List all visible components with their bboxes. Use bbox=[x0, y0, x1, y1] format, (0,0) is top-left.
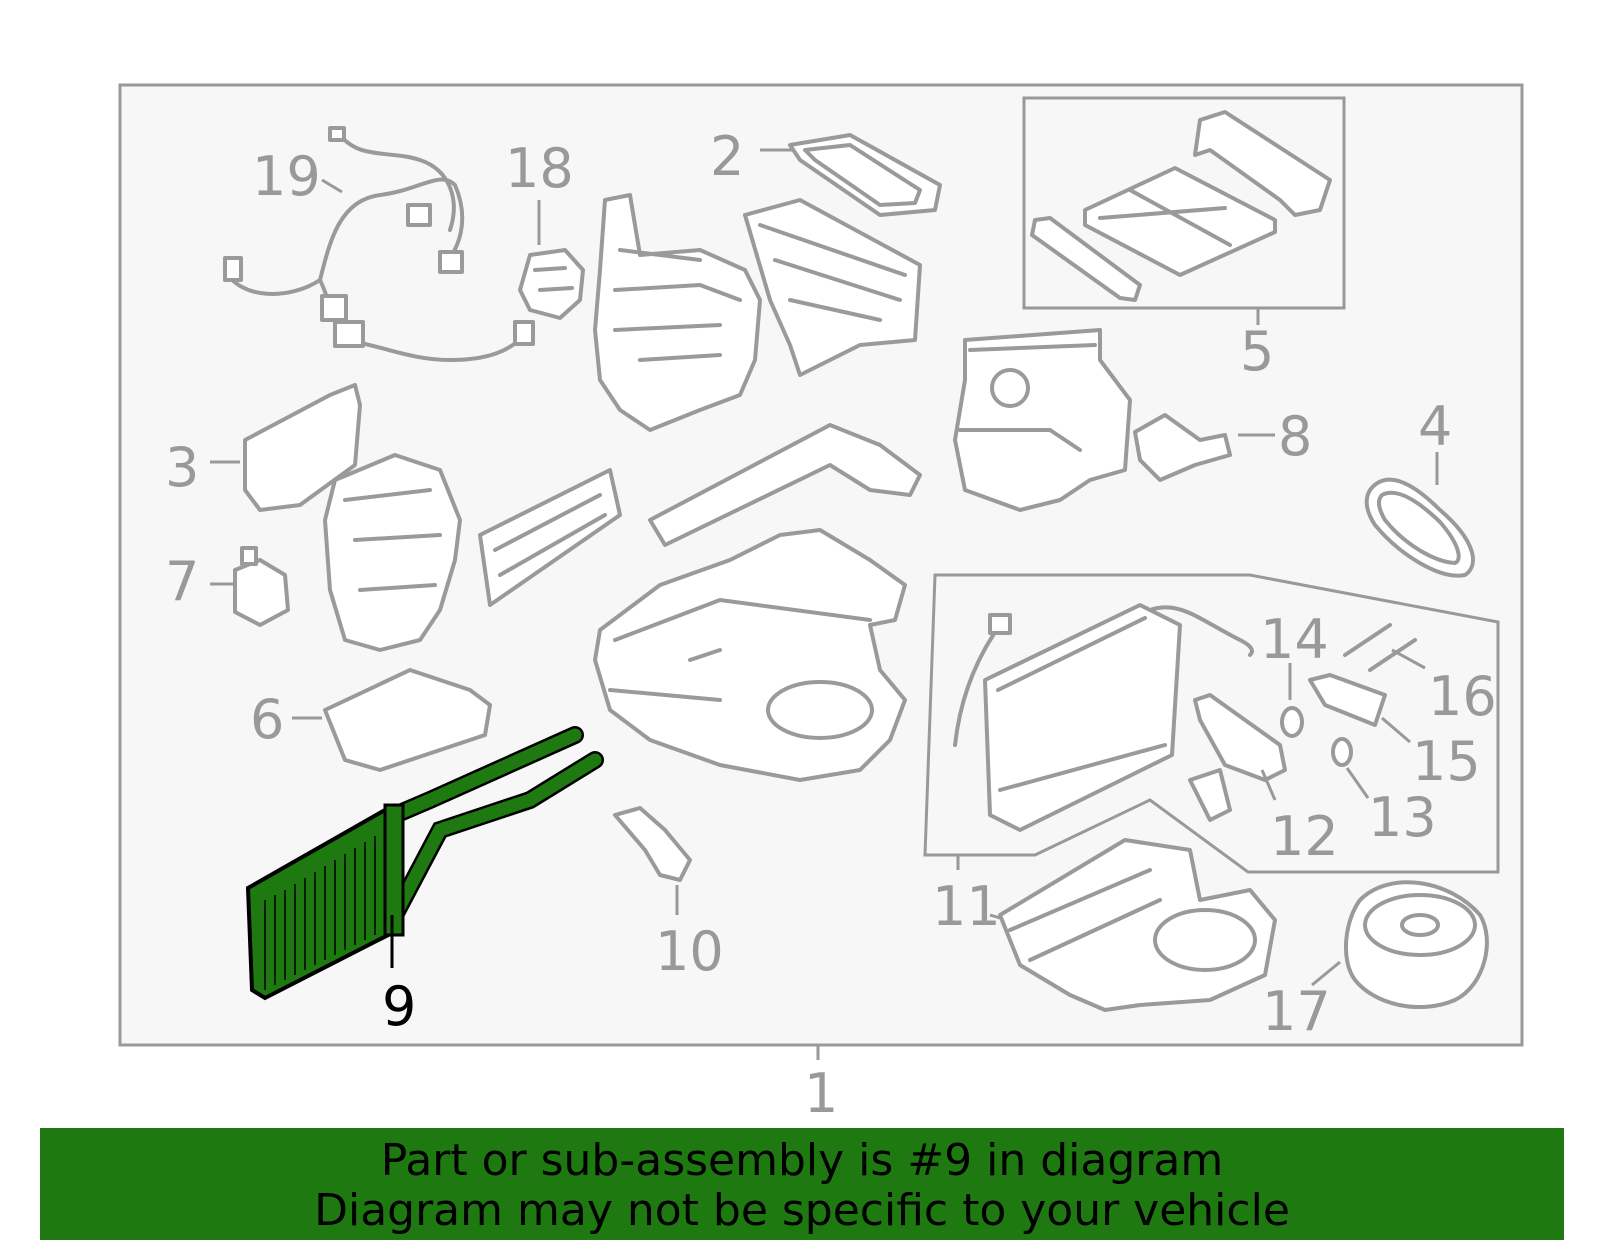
callout-14: 14 bbox=[1260, 608, 1329, 671]
banner-line-2: Diagram may not be specific to your vehi… bbox=[314, 1185, 1290, 1236]
part-10-bracket bbox=[613, 806, 692, 882]
part-12-bracket bbox=[1188, 768, 1232, 822]
callout-1: 1 bbox=[804, 1062, 838, 1125]
part-3-duct bbox=[243, 383, 362, 512]
callout-18: 18 bbox=[505, 137, 574, 200]
callout-12: 12 bbox=[1270, 805, 1339, 868]
blower-housing-upper bbox=[953, 328, 1132, 512]
part-7-actuator bbox=[233, 546, 290, 627]
part-4-seal-inner bbox=[1376, 490, 1461, 565]
callout-5: 5 bbox=[1240, 320, 1274, 383]
part-16-bolts bbox=[1343, 623, 1417, 672]
banner-line-1: Part or sub-assembly is #9 in diagram bbox=[380, 1135, 1224, 1186]
part-6-duct bbox=[323, 668, 492, 772]
callout-4: 4 bbox=[1418, 395, 1452, 458]
callout-19: 19 bbox=[252, 145, 321, 208]
upper-housing bbox=[593, 193, 762, 432]
part-18-actuator bbox=[518, 248, 585, 320]
part-4-seal bbox=[1364, 477, 1475, 578]
door-panel bbox=[478, 468, 622, 607]
callout-16: 16 bbox=[1428, 665, 1497, 728]
part-9-heater-core bbox=[245, 726, 604, 1001]
leader-lines bbox=[210, 148, 1439, 1060]
callout-15: 15 bbox=[1412, 730, 1481, 793]
callout-7: 7 bbox=[165, 550, 199, 613]
part-11-evaporator bbox=[953, 603, 1254, 832]
callout-3: 3 bbox=[165, 436, 199, 499]
callout-2: 2 bbox=[710, 125, 744, 188]
part-19-wiring-harness bbox=[223, 126, 535, 362]
main-case bbox=[593, 528, 907, 782]
part-15-valve bbox=[1308, 673, 1387, 727]
callout-8: 8 bbox=[1278, 405, 1312, 468]
part-2-seal-inner bbox=[803, 143, 922, 207]
part-8-actuator bbox=[1133, 413, 1232, 482]
callout-17: 17 bbox=[1262, 980, 1331, 1043]
part-13-o-ring bbox=[1331, 737, 1353, 767]
callout-10: 10 bbox=[655, 920, 724, 983]
part-17-blower-motor bbox=[1343, 880, 1489, 1009]
lower-case bbox=[998, 838, 1277, 1012]
callout-11: 11 bbox=[932, 875, 1001, 938]
info-banner: Part or sub-assembly is #9 in diagram Di… bbox=[40, 1128, 1564, 1240]
callout-9: 9 bbox=[382, 975, 416, 1038]
duct-assembly bbox=[743, 198, 922, 377]
part-2-seal bbox=[788, 133, 942, 217]
part-14-o-ring bbox=[1280, 706, 1304, 738]
long-duct bbox=[648, 423, 922, 547]
callout-13: 13 bbox=[1368, 786, 1437, 849]
part-5-filter bbox=[1030, 110, 1332, 302]
left-housing bbox=[323, 453, 462, 652]
part-12-expansion-valve bbox=[1193, 693, 1287, 782]
callout-6: 6 bbox=[250, 688, 284, 751]
